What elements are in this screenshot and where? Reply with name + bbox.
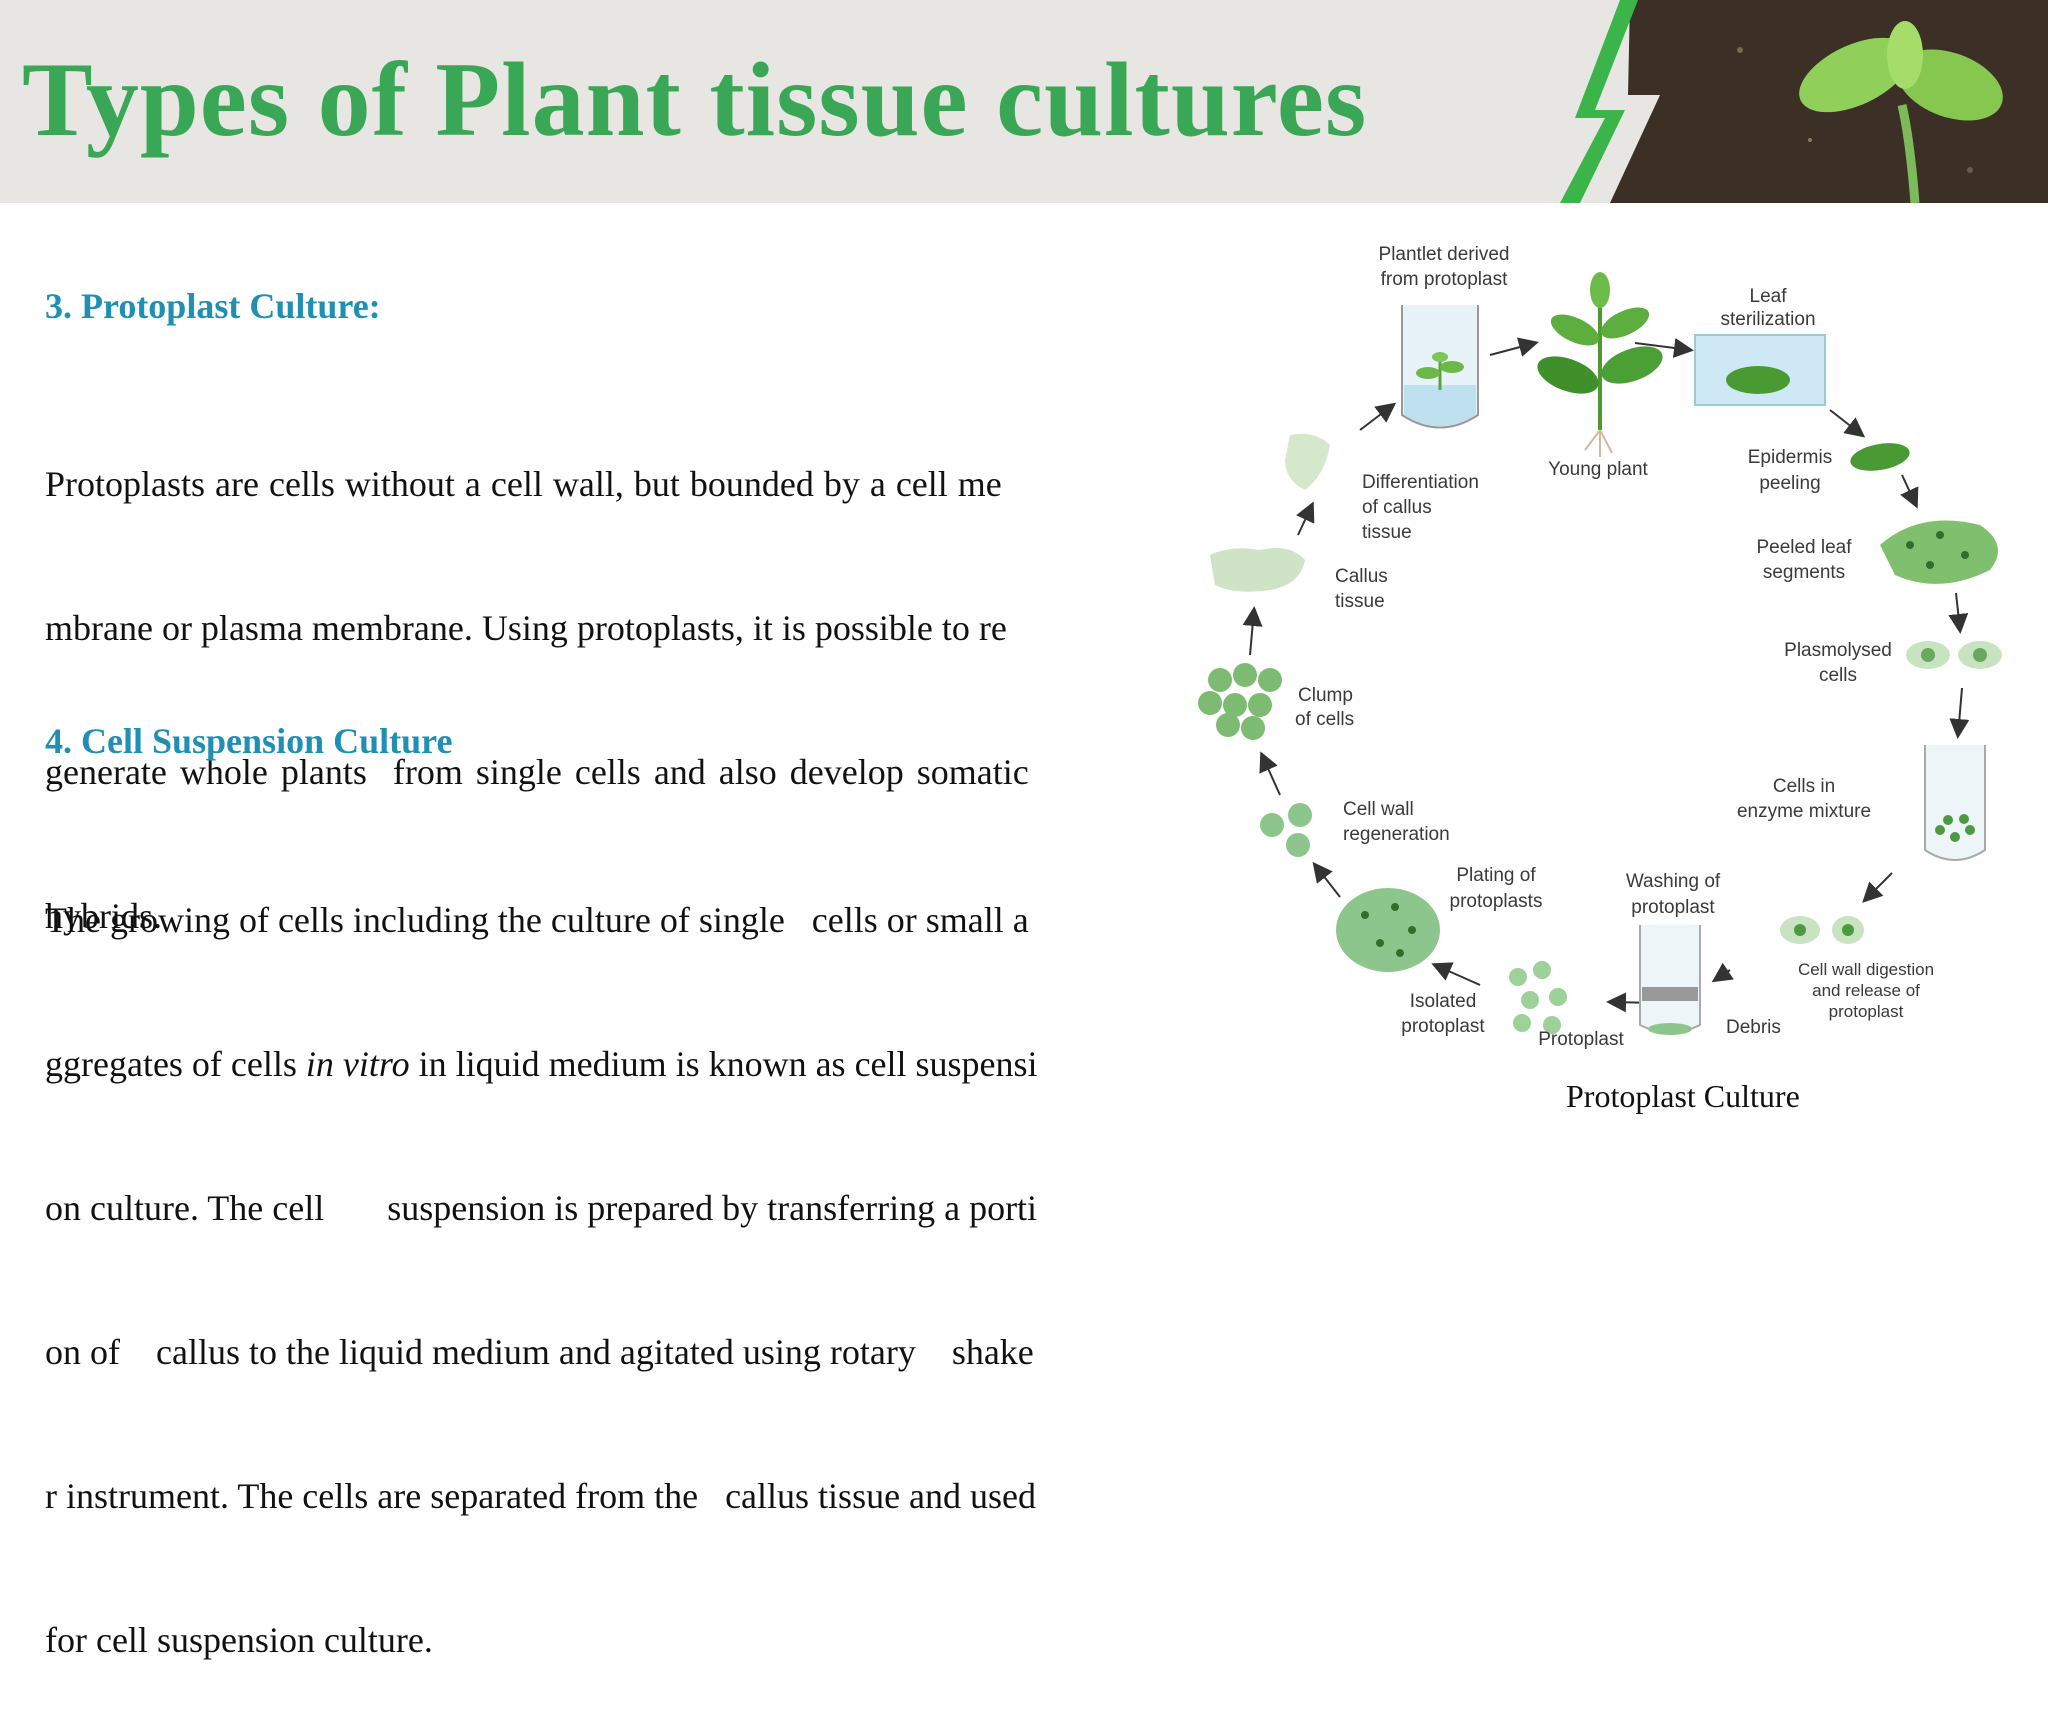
cell-wall-digestion-icon bbox=[1780, 916, 1864, 944]
label-peeled-leaf: Peeled leaf bbox=[1756, 537, 1852, 558]
text-line: ggregates of cells in vitro in liquid me… bbox=[45, 1044, 1038, 1084]
text-line: on of callus to the liquid medium and ag… bbox=[45, 1332, 1034, 1372]
label-differentiation: tissue bbox=[1362, 522, 1412, 543]
differentiating-callus-icon bbox=[1285, 433, 1330, 490]
label-epidermis: peeling bbox=[1759, 473, 1820, 494]
label-enzyme: enzyme mixture bbox=[1737, 801, 1871, 822]
label-young-plant: Young plant bbox=[1548, 459, 1648, 480]
sterilization-tray-icon bbox=[1694, 334, 1826, 406]
label-digestion: Cell wall digestion bbox=[1798, 960, 1934, 979]
text-line: on culture. The cell suspension is prepa… bbox=[45, 1188, 1038, 1228]
seedling-photo bbox=[1510, 0, 2048, 203]
text-line: hybrids. bbox=[45, 896, 162, 936]
italic-phrase: in vitro bbox=[305, 1044, 410, 1084]
label-regeneration: Cell wall bbox=[1343, 799, 1414, 820]
label-plating: protoplasts bbox=[1450, 891, 1543, 912]
label-leaf-sterilization: Leaf bbox=[1750, 286, 1788, 307]
isolated-protoplast-icon bbox=[1509, 961, 1567, 1034]
text-line: mbrane or plasma membrane. Using protopl… bbox=[45, 608, 1007, 648]
cell-clump-icon bbox=[1198, 663, 1282, 740]
cell-suspension-heading: 4. Cell Suspension Culture bbox=[45, 721, 453, 761]
label-isolated: protoplast bbox=[1401, 1016, 1485, 1037]
cell-suspension-paragraph: The growing of cells including the cultu… bbox=[45, 800, 1038, 1712]
enzyme-tube-icon bbox=[1924, 745, 1986, 861]
protoplast-paragraph: Protoplasts are cells without a cell wal… bbox=[45, 364, 1029, 988]
washing-tube-icon bbox=[1639, 925, 1701, 1035]
label-washing: protoplast bbox=[1631, 897, 1715, 918]
label-peeled-leaf: segments bbox=[1763, 562, 1845, 583]
diagram-caption: Protoplast Culture bbox=[1566, 1078, 1800, 1114]
label-plantlet: from protoplast bbox=[1381, 269, 1508, 290]
peeled-leaf-icon bbox=[1880, 520, 1998, 584]
label-digestion: protoplast bbox=[1829, 1002, 1904, 1021]
label-clump: of cells bbox=[1295, 709, 1354, 730]
text-line: The growing of cells including the cultu… bbox=[45, 900, 1029, 940]
label-washing: Washing of bbox=[1626, 871, 1721, 892]
leaf-icon bbox=[1850, 443, 1910, 471]
label-digestion: and release of bbox=[1812, 981, 1920, 1000]
label-callus: Callus bbox=[1335, 566, 1388, 587]
plasmolysed-cells-icon bbox=[1906, 641, 2002, 669]
label-plating: Plating of bbox=[1456, 865, 1536, 886]
plating-dish-icon bbox=[1336, 888, 1440, 972]
label-differentiation: Differentiation bbox=[1362, 472, 1479, 493]
label-differentiation: of callus bbox=[1362, 497, 1432, 518]
label-plantlet: Plantlet derived bbox=[1379, 244, 1510, 265]
slide-title: Types of Plant tissue cultures bbox=[22, 41, 1368, 158]
callus-tissue-icon bbox=[1210, 547, 1305, 592]
label-leaf-sterilization: sterilization bbox=[1720, 309, 1815, 330]
protoplast-heading: 3. Protoplast Culture: bbox=[45, 286, 381, 326]
label-plasmolysed: Plasmolysed bbox=[1784, 640, 1892, 661]
plantlet-tube-icon bbox=[1401, 305, 1479, 429]
label-callus: tissue bbox=[1335, 591, 1385, 612]
label-clump: Clump bbox=[1298, 685, 1353, 706]
label-debris: Debris bbox=[1726, 1017, 1781, 1038]
label-isolated: Isolated bbox=[1410, 991, 1477, 1012]
slide-header: Types of Plant tissue cultures bbox=[0, 0, 2048, 203]
label-enzyme: Cells in bbox=[1773, 776, 1835, 797]
text-line: Protoplasts are cells without a cell wal… bbox=[45, 464, 1002, 504]
label-plasmolysed: cells bbox=[1819, 665, 1857, 686]
label-protoplast: Protoplast bbox=[1538, 1029, 1624, 1050]
regeneration-cells-icon bbox=[1260, 803, 1312, 857]
text-line: for cell suspension culture. bbox=[45, 1620, 433, 1660]
text-line: generate whole plants from single cells … bbox=[45, 752, 1029, 792]
label-epidermis: Epidermis bbox=[1748, 447, 1832, 468]
young-plant-icon bbox=[1537, 272, 1663, 457]
text-line: r instrument. The cells are separated fr… bbox=[45, 1476, 1037, 1516]
label-regeneration: regeneration bbox=[1343, 824, 1450, 845]
protoplast-culture-diagram: Plantlet derived from protoplast Leaf st… bbox=[1198, 244, 2002, 1050]
